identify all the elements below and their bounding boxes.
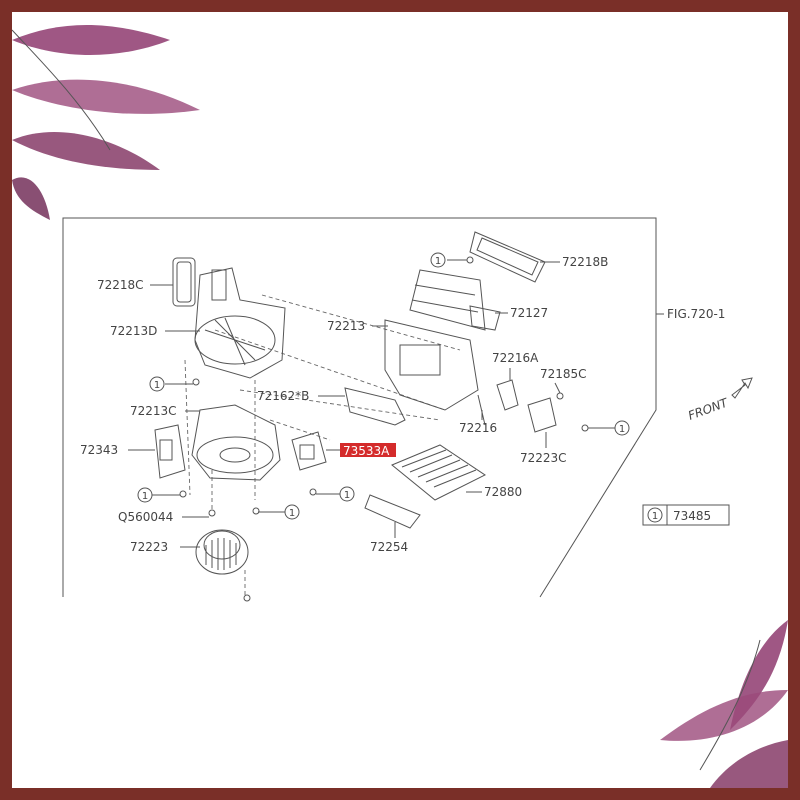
part-72213-drawing bbox=[384, 269, 486, 411]
label-72216a: 72216A bbox=[492, 351, 539, 365]
label-72213: 72213 bbox=[327, 319, 365, 333]
parts-diagram: 1 1 1 1 1 1 72218C 72213D 72213C 72343 Q… bbox=[12, 25, 788, 788]
label-72254: 72254 bbox=[370, 540, 408, 554]
leaf-decoration-bottom-right bbox=[660, 620, 788, 788]
part-72218b-drawing bbox=[469, 231, 546, 283]
label-72218c: 72218C bbox=[97, 278, 144, 292]
svg-text:1: 1 bbox=[142, 491, 148, 502]
front-direction-indicator: FRONT bbox=[686, 377, 753, 423]
svg-text:1: 1 bbox=[619, 424, 625, 435]
svg-text:1: 1 bbox=[344, 490, 350, 501]
svg-text:1: 1 bbox=[289, 508, 295, 519]
part-73533a-drawing bbox=[291, 431, 327, 471]
part-72254-drawing bbox=[364, 494, 421, 529]
part-72223c-drawing bbox=[527, 392, 564, 433]
label-72880: 72880 bbox=[484, 485, 522, 499]
svg-text:FRONT: FRONT bbox=[686, 395, 731, 423]
label-72223c: 72223C bbox=[520, 451, 567, 465]
leaf-decoration-top-left bbox=[12, 25, 200, 220]
label-72216: 72216 bbox=[459, 421, 497, 435]
callout-circle: 1 bbox=[430, 252, 446, 268]
label-72213c: 72213C bbox=[130, 404, 177, 418]
callout-circle: 1 bbox=[149, 376, 165, 392]
svg-text:1: 1 bbox=[652, 511, 658, 522]
image-frame: 1 1 1 1 1 1 72218C 72213D 72213C 72343 Q… bbox=[12, 12, 788, 788]
diagram-border bbox=[62, 217, 657, 598]
part-72880-drawing bbox=[391, 444, 486, 501]
callout-legend: 1 73485 bbox=[642, 504, 730, 526]
label-72185c: 72185C bbox=[540, 367, 587, 381]
part-72127-drawing bbox=[469, 305, 501, 331]
part-72162b-drawing bbox=[344, 387, 406, 426]
callout-circle: 1 bbox=[614, 420, 630, 436]
label-q560044: Q560044 bbox=[118, 510, 173, 524]
part-72343-drawing bbox=[154, 424, 186, 479]
callout-circle: 1 bbox=[339, 486, 355, 502]
part-72213d-drawing bbox=[194, 267, 286, 379]
label-73533a-highlight: 73533A bbox=[340, 443, 396, 458]
svg-text:1: 1 bbox=[154, 380, 160, 391]
part-72223-drawing bbox=[195, 529, 249, 575]
part-72213c-drawing bbox=[191, 404, 281, 481]
label-72162b: 72162*B bbox=[257, 389, 309, 403]
label-72223: 72223 bbox=[130, 540, 168, 554]
callout-circle: 1 bbox=[284, 504, 300, 520]
svg-text:73533A: 73533A bbox=[343, 444, 390, 458]
label-72213d: 72213D bbox=[110, 324, 157, 338]
part-72216-drawing bbox=[477, 379, 519, 426]
svg-text:73485: 73485 bbox=[673, 509, 711, 523]
leader-lines bbox=[128, 259, 615, 548]
label-72127: 72127 bbox=[510, 306, 548, 320]
svg-text:1: 1 bbox=[435, 256, 441, 267]
label-72343: 72343 bbox=[80, 443, 118, 457]
callout-circle: 1 bbox=[137, 487, 153, 503]
label-72218b: 72218B bbox=[562, 255, 608, 269]
label-fig-720-1: FIG.720-1 bbox=[667, 307, 725, 321]
part-72218c-drawing bbox=[172, 257, 196, 307]
